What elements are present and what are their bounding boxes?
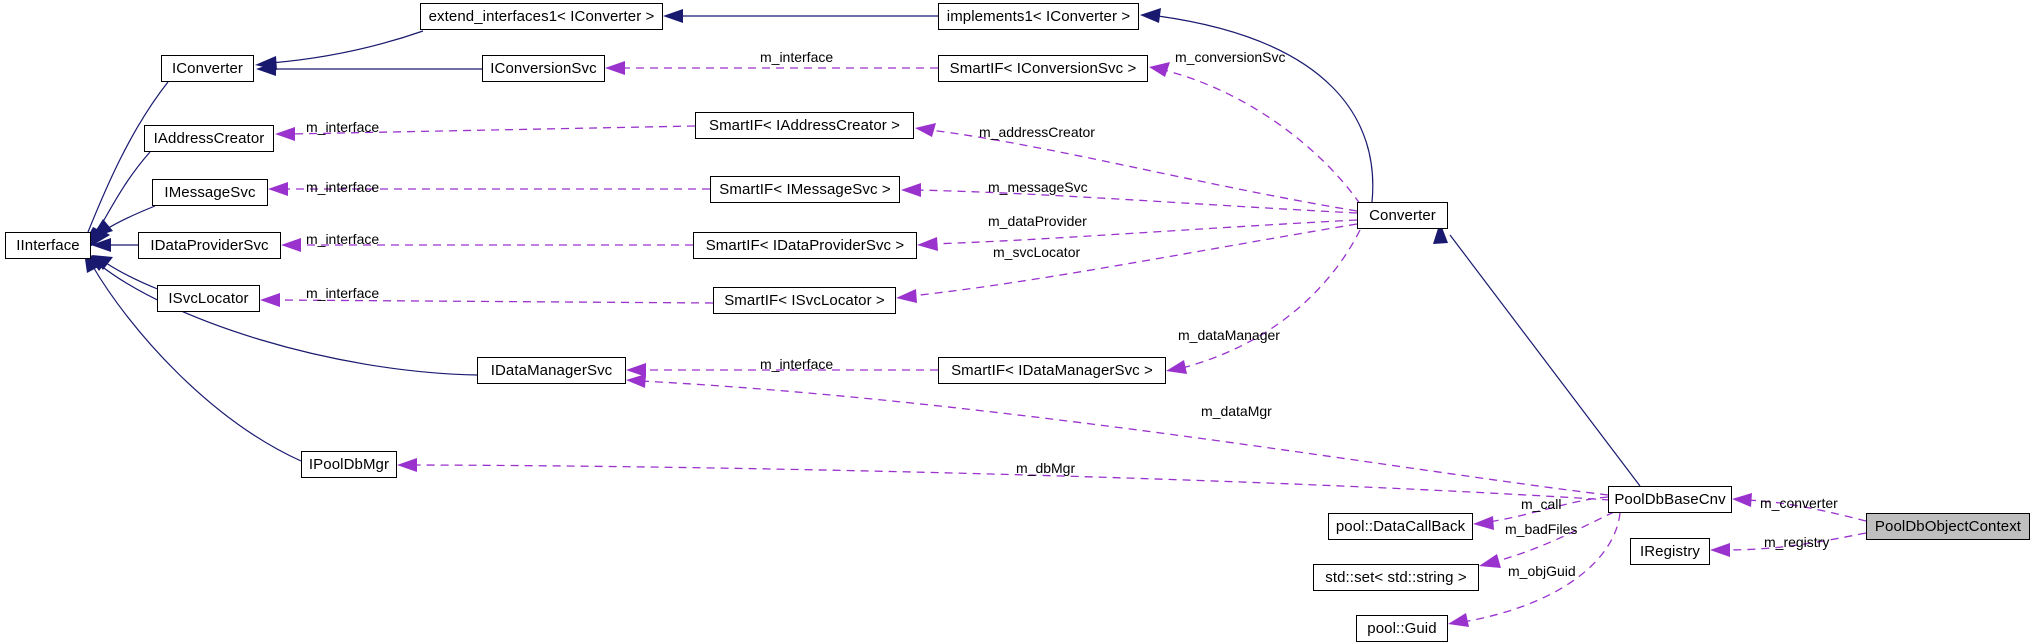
node-label: IDataManagerSvc	[490, 362, 613, 379]
node-label: SmartIF< IConversionSvc >	[949, 60, 1137, 77]
edge-label-m-dataprovider: m_dataProvider	[988, 213, 1087, 229]
node-label: PoolDbBaseCnv	[1614, 491, 1726, 508]
node-label: IConversionSvc	[490, 60, 597, 77]
edge-label-m-converter: m_converter	[1760, 495, 1838, 511]
node-converter[interactable]: Converter	[1357, 202, 1448, 229]
edge-label-m-interface-messagesvc: m_interface	[306, 179, 380, 195]
node-label: SmartIF< IAddressCreator >	[708, 117, 900, 134]
node-idatamanagersvc[interactable]: IDataManagerSvc	[477, 357, 626, 384]
node-iconversionsvc[interactable]: IConversionSvc	[482, 55, 605, 82]
node-label: PoolDbObjectContext	[1874, 518, 2022, 535]
node-label: extend_interfaces1< IConverter >	[428, 8, 655, 25]
edge-label-m-svclocator: m_svcLocator	[993, 244, 1081, 260]
node-smartif-iaddresscreator[interactable]: SmartIF< IAddressCreator >	[695, 112, 914, 139]
edge-label-m-addresscreator: m_addressCreator	[979, 124, 1095, 140]
node-label: IMessageSvc	[164, 184, 256, 201]
edge-label-m-messagesvc: m_messageSvc	[988, 179, 1088, 195]
node-pool-datacallback[interactable]: pool::DataCallBack	[1328, 513, 1473, 540]
node-pool-guid[interactable]: pool::Guid	[1356, 615, 1448, 642]
node-label: IRegistry	[1639, 543, 1701, 560]
node-isvclocator[interactable]: ISvcLocator	[157, 285, 260, 312]
node-iconverter[interactable]: IConverter	[161, 55, 254, 82]
node-label: IInterface	[16, 237, 80, 254]
node-smartif-imessagesvc[interactable]: SmartIF< IMessageSvc >	[710, 176, 900, 203]
node-label: SmartIF< ISvcLocator >	[724, 292, 885, 309]
edge-label-m-interface-conversionsvc: m_interface	[760, 49, 834, 65]
edge-label-m-datamanager: m_dataManager	[1178, 327, 1280, 343]
node-label: SmartIF< IDataProviderSvc >	[705, 237, 905, 254]
edge-label-m-objguid: m_objGuid	[1508, 563, 1576, 579]
node-implements1[interactable]: implements1< IConverter >	[938, 3, 1139, 30]
node-label: ISvcLocator	[168, 290, 249, 307]
node-ipooldbmgr[interactable]: IPoolDbMgr	[301, 451, 397, 478]
node-label: IPoolDbMgr	[308, 456, 390, 473]
node-label: SmartIF< IMessageSvc >	[719, 181, 891, 198]
node-label: pool::Guid	[1367, 620, 1437, 637]
node-label: implements1< IConverter >	[946, 8, 1131, 25]
edge-label-m-dbmgr: m_dbMgr	[1016, 460, 1076, 476]
edge-label-m-interface-svclocator: m_interface	[306, 285, 380, 301]
node-iinterface[interactable]: IInterface	[5, 232, 91, 259]
edge-label-m-interface-dataprovider: m_interface	[306, 231, 380, 247]
node-iaddresscreator[interactable]: IAddressCreator	[144, 125, 274, 152]
node-label: pool::DataCallBack	[1335, 518, 1466, 535]
edge-label-m-call: m_call	[1521, 496, 1562, 512]
edge-label-m-datamgr: m_dataMgr	[1201, 403, 1272, 419]
edge-label-m-interface-addresscreator: m_interface	[306, 119, 380, 135]
edge-label-m-conversionsvc: m_conversionSvc	[1175, 49, 1286, 65]
node-label: IAddressCreator	[153, 130, 265, 147]
node-label: IDataProviderSvc	[150, 237, 269, 254]
node-std-set-string[interactable]: std::set< std::string >	[1313, 564, 1479, 591]
edge-label-m-badfiles: m_badFiles	[1505, 521, 1578, 537]
node-label: std::set< std::string >	[1325, 569, 1467, 586]
node-label: Converter	[1369, 207, 1436, 224]
node-label: IConverter	[171, 60, 244, 77]
node-imessagesvc[interactable]: IMessageSvc	[152, 179, 268, 206]
edge-label-m-interface-datamanager: m_interface	[760, 356, 834, 372]
node-smartif-idataprovidersvc[interactable]: SmartIF< IDataProviderSvc >	[693, 232, 917, 259]
node-idataprovidersvc[interactable]: IDataProviderSvc	[138, 232, 281, 259]
node-iregistry[interactable]: IRegistry	[1630, 538, 1710, 565]
node-smartif-idatamanagersvc[interactable]: SmartIF< IDataManagerSvc >	[938, 357, 1166, 384]
node-pooldbobjectcontext[interactable]: PoolDbObjectContext	[1866, 513, 2030, 540]
node-pooldbbasecnv[interactable]: PoolDbBaseCnv	[1608, 486, 1732, 513]
node-extend-interfaces1[interactable]: extend_interfaces1< IConverter >	[420, 3, 663, 30]
node-label: SmartIF< IDataManagerSvc >	[951, 362, 1153, 379]
edge-label-m-registry: m_registry	[1764, 534, 1830, 550]
node-smartif-iconversionsvc[interactable]: SmartIF< IConversionSvc >	[938, 55, 1148, 82]
node-smartif-isvclocator[interactable]: SmartIF< ISvcLocator >	[713, 287, 896, 314]
